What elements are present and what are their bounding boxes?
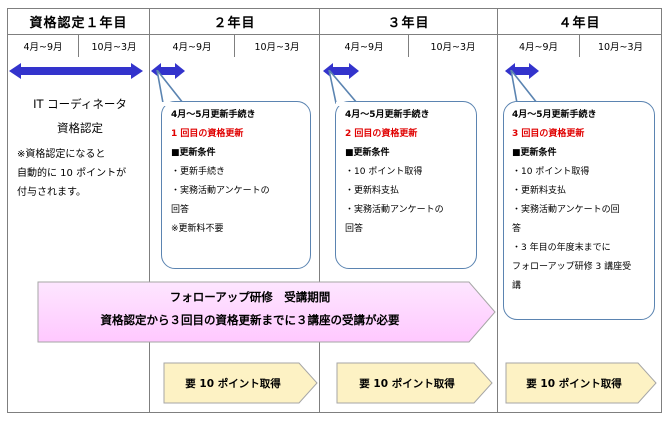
term-label: 4月~9月 <box>172 42 212 53</box>
condition-line: フォローアップ研修 3 講座受 <box>512 262 632 272</box>
renewal-label: 3 回目の資格更新 <box>512 129 585 139</box>
condition-line: 答 <box>512 224 522 234</box>
callout-renewal-3 <box>503 101 655 320</box>
condition-line: ・実務活動アンケートの <box>171 186 270 196</box>
term-label: 4月~9月 <box>344 42 384 53</box>
callout-title: 4月～5月更新手続き <box>171 110 256 120</box>
condition-line: ・実務活動アンケートの <box>345 205 444 215</box>
condition-line: 講 <box>512 281 522 291</box>
callout-title: 4月～5月更新手続き <box>345 110 430 120</box>
condition-line: ※更新料不要 <box>171 224 224 234</box>
term-label: 10月~3月 <box>254 42 300 53</box>
callout-renewal-1 <box>161 101 311 269</box>
year1-note-line: 自動的に 10 ポイントが <box>17 168 127 179</box>
term-label: 10月~3月 <box>91 42 137 53</box>
callout-pointer-mask <box>515 102 541 106</box>
callout-pointer <box>510 70 539 104</box>
year-label: ２年目 <box>213 16 256 31</box>
points-label: 要 10 ポイント取得 <box>359 377 455 390</box>
followup-band-text: フォローアップ研修 受講期間 資格認定から３回目の資格更新までに３講座の受講が必… <box>40 286 460 332</box>
points-required-box <box>505 362 657 404</box>
band-line: 資格認定から３回目の資格更新までに３講座の受講が必要 <box>100 313 400 327</box>
conditions-label: ■更新条件 <box>171 148 216 158</box>
points-required-box <box>336 362 493 404</box>
year1-note-line: ※資格認定になると <box>17 149 106 160</box>
condition-line: ・3 年目の年度末までに <box>512 243 611 253</box>
year1-title: IT コーディネータ 資格認定 <box>14 92 146 140</box>
year1-title-line: IT コーディネータ <box>33 97 127 111</box>
callout-text-3: 4月～5月更新手続き 3 回目の資格更新 ■更新条件 ・10 ポイント取得 ・更… <box>512 106 654 296</box>
year-label: ４年目 <box>558 16 601 31</box>
condition-line: ・10 ポイント取得 <box>345 167 423 177</box>
term-label: 4月~9月 <box>518 42 559 53</box>
callout-pointer-mask <box>336 102 362 106</box>
term-header: 10月~3月 <box>579 34 662 58</box>
year-header-3: ３年目 <box>319 8 498 35</box>
term-header: 4月~9月 <box>319 34 409 58</box>
term-header: 10月~3月 <box>234 34 320 58</box>
renewal-label: 2 回目の資格更新 <box>345 129 418 139</box>
callout-pointer <box>156 70 185 104</box>
term-header: 10月~3月 <box>408 34 498 58</box>
year-header-1: 資格認定１年目 <box>7 8 150 35</box>
conditions-label: ■更新条件 <box>345 148 390 158</box>
condition-line: ・10 ポイント取得 <box>512 167 590 177</box>
callout-title: 4月～5月更新手続き <box>512 110 597 120</box>
condition-line: ・更新手続き <box>171 167 226 177</box>
term-label: 10月~3月 <box>597 42 644 53</box>
callout-text-2: 4月～5月更新手続き 2 回目の資格更新 ■更新条件 ・10 ポイント取得 ・更… <box>345 106 475 239</box>
year-label: ３年目 <box>387 16 430 31</box>
year-header-4: ４年目 <box>497 8 662 35</box>
followup-period-band <box>37 281 496 343</box>
condition-line: ・実務活動アンケートの回 <box>512 205 620 215</box>
year1-note: ※資格認定になると 自動的に 10 ポイントが 付与されます。 <box>17 145 147 202</box>
double-arrow-icon <box>9 63 143 79</box>
term-header: 4月~9月 <box>149 34 235 58</box>
callout-pointer <box>328 70 359 104</box>
condition-line: 回答 <box>171 205 190 215</box>
conditions-label: ■更新条件 <box>512 148 557 158</box>
callout-text-1: 4月～5月更新手続き 1 回目の資格更新 ■更新条件 ・更新手続き ・実務活動ア… <box>171 106 309 239</box>
term-header: 4月~9月 <box>497 34 580 58</box>
band-line: フォローアップ研修 受講期間 <box>169 290 331 304</box>
points-label: 要 10 ポイント取得 <box>526 377 622 390</box>
renewal-label: 1 回目の資格更新 <box>171 129 244 139</box>
callout-pointer-mask <box>162 102 188 106</box>
points-required-box <box>163 362 318 404</box>
condition-line: ・更新料支払 <box>345 186 400 196</box>
year1-note-line: 付与されます。 <box>17 187 86 198</box>
year-header-2: ２年目 <box>149 8 320 35</box>
term-label: 4月~9月 <box>23 42 63 53</box>
term-label: 10月~3月 <box>430 42 476 53</box>
year1-title-line: 資格認定 <box>57 121 103 135</box>
points-label: 要 10 ポイント取得 <box>185 377 281 390</box>
condition-line: 回答 <box>345 224 364 234</box>
year-1-column <box>7 57 150 413</box>
callout-renewal-2 <box>335 101 477 269</box>
condition-line: ・更新料支払 <box>512 186 567 196</box>
term-header: 10月~3月 <box>78 34 150 58</box>
term-header: 4月~9月 <box>7 34 79 58</box>
year-label: 資格認定１年目 <box>29 16 128 31</box>
